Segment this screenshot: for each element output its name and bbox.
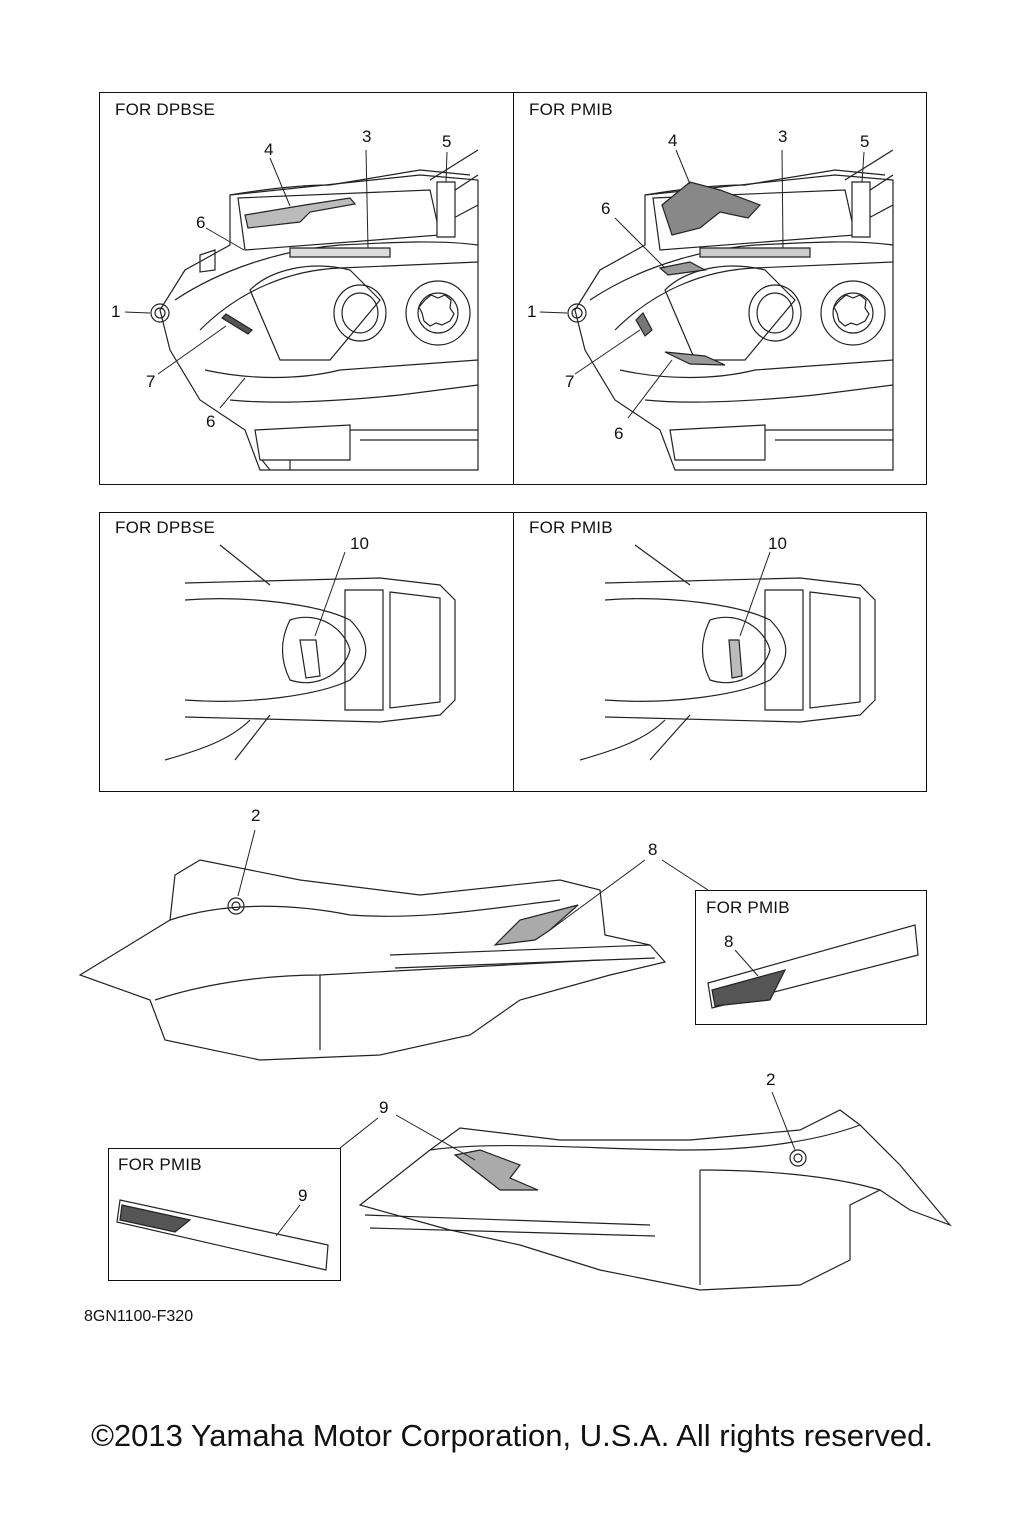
diagram-code: 8GN1100-F320 [84,1308,194,1325]
inset-title-left: FOR PMIB [118,1155,202,1174]
panel-title-mid-left: FOR DPBSE [115,518,216,537]
craft-side-right [360,1110,950,1290]
callout-2-side-left: 2 [251,806,261,825]
callout-9-side: 9 [379,1098,389,1117]
callout-2-side-right: 2 [766,1070,776,1089]
callout-7-tr: 7 [565,372,575,391]
callout-6-tr-b: 6 [614,424,624,443]
callout-1-tr: 1 [527,302,537,321]
callout-5-tr: 5 [860,132,870,151]
callout-6-tr-a: 6 [601,199,611,218]
panel-title-top-right: FOR PMIB [529,100,613,119]
callout-9-inset: 9 [298,1186,308,1205]
callout-7-tl: 7 [146,372,156,391]
copyright-notice: ©2013 Yamaha Motor Corporation, U.S.A. A… [91,1418,933,1453]
panel-title-mid-right: FOR PMIB [529,518,613,537]
callout-6-tl-a: 6 [196,213,206,232]
callout-3-tr: 3 [778,127,788,146]
craft-rear-dpbse [165,545,455,760]
craft-side-left [80,860,665,1060]
panel-title-top-left: FOR DPBSE [115,100,216,119]
craft-front-pmib [568,150,893,470]
panel-mid-right [513,512,927,792]
craft-front-dpbse [151,150,478,470]
panel-top-left [99,92,514,485]
callout-8-side: 8 [648,840,658,859]
decal-9-fx-cruiser [117,1200,328,1270]
callout-6-tl-b: 6 [206,412,216,431]
callout-4-tl: 4 [264,140,274,159]
callout-1-tl: 1 [111,302,121,321]
callout-10-ml: 10 [350,534,369,553]
callout-8-inset: 8 [724,932,734,951]
craft-rear-pmib [580,545,875,760]
callout-5-tl: 5 [442,132,452,151]
callout-4-tr: 4 [668,131,678,150]
callout-3-tl: 3 [362,127,372,146]
callout-10-mr: 10 [768,534,787,553]
panel-top-right [513,92,927,485]
inset-title-right: FOR PMIB [706,898,790,917]
decal-8-fx-cruiser [708,925,918,1008]
